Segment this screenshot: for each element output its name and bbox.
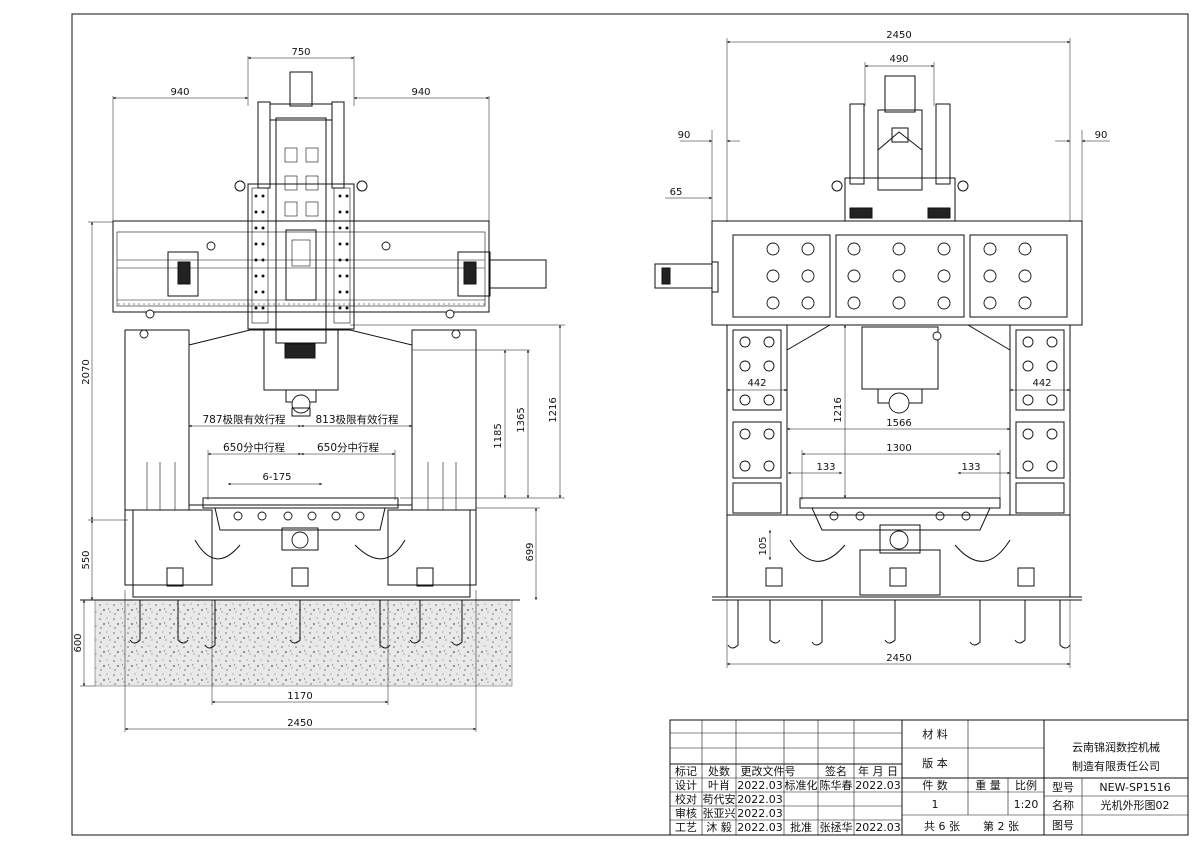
dim-133-left: 133: [816, 462, 835, 473]
beam-holes: [766, 242, 1032, 310]
dim-750: 750: [291, 47, 310, 58]
dim-105: 105: [758, 536, 769, 555]
row-design-date2: 2022.03: [855, 779, 901, 792]
name-value: 光机外形图02: [1101, 798, 1170, 812]
rev-header-mark: 标记: [675, 764, 697, 778]
dim-1185: 1185: [493, 423, 504, 448]
sheet-border: [71, 13, 1189, 836]
qty-label: 件 数: [922, 779, 948, 792]
dim-90-left: 90: [678, 130, 691, 141]
dim-2450-side-top: 2450: [886, 30, 911, 41]
dim-813-travel: 813极限有效行程: [315, 413, 399, 426]
model-value: NEW-SP1516: [1099, 781, 1170, 794]
row-check-name: 苟代安: [703, 792, 736, 806]
dim-2450-front: 2450: [287, 718, 312, 729]
dim-650-left: 650分中行程: [223, 441, 286, 454]
name-label: 名称: [1052, 798, 1074, 812]
foundation-concrete: [94, 599, 513, 687]
row-design-role2: 标准化: [785, 778, 818, 792]
dim-90-right: 90: [1095, 130, 1108, 141]
row-process-name: 沐 毅: [706, 820, 732, 834]
dim-442-right: 442: [1032, 378, 1051, 389]
dim-1216-side: 1216: [833, 397, 844, 422]
dim-699: 699: [525, 542, 536, 561]
front-view: 750 940 940 787极限有效行程 813极限有效行程 650分中行程 …: [73, 47, 565, 732]
dim-1300: 1300: [886, 443, 911, 454]
row-design-name2: 陈华春: [820, 778, 853, 792]
row-check-date: 2022.03: [737, 793, 783, 806]
rev-header-docno: 更改文件号: [741, 764, 796, 778]
scale-value: 1:20: [1014, 798, 1039, 811]
row-review-name: 张亚兴: [703, 807, 736, 820]
row-process-date2: 2022.03: [855, 821, 901, 834]
material-label: 材 料: [922, 727, 948, 741]
weight-label: 重 量: [975, 778, 1001, 792]
row-process-date: 2022.03: [737, 821, 783, 834]
row-design-date: 2022.03: [737, 779, 783, 792]
row-review-role: 审核: [675, 806, 697, 820]
row-process-role: 工艺: [675, 821, 697, 834]
dim-65: 65: [670, 187, 683, 198]
version-label: 版 本: [922, 756, 948, 770]
total-sheets: 共 6 张: [924, 820, 960, 833]
row-process-role2: 批准: [790, 820, 812, 834]
row-review-date: 2022.03: [737, 807, 783, 820]
qty-value: 1: [932, 798, 939, 811]
dim-2070: 2070: [81, 359, 92, 384]
drawing-no-label: 图号: [1052, 819, 1074, 832]
dim-442-left: 442: [747, 378, 766, 389]
dim-650-right: 650分中行程: [317, 441, 380, 454]
dim-tslot: 6-175: [262, 472, 291, 483]
dim-1216: 1216: [548, 397, 559, 422]
scale-label: 比例: [1015, 778, 1037, 792]
row-check-role: 校对: [675, 792, 697, 806]
row-process-name2: 张拯华: [820, 820, 853, 834]
model-label: 型号: [1052, 780, 1074, 794]
company-line-1: 云南锦润数控机械: [1072, 740, 1160, 754]
dim-787-travel: 787极限有效行程: [202, 413, 286, 426]
dim-490: 490: [889, 54, 908, 65]
dim-600: 600: [73, 633, 84, 652]
company-line-2: 制造有限责任公司: [1072, 759, 1160, 773]
dim-1365: 1365: [516, 407, 527, 432]
rev-header-count: 处数: [708, 765, 730, 778]
side-view: 2450 490 90 90 65 442 442 1566 1300 133 …: [654, 30, 1110, 668]
title-block: 标记 处数 更改文件号 签名 年 月 日 设计 叶肖 2022.03 标准化 陈…: [669, 719, 1189, 836]
dim-550: 550: [81, 550, 92, 569]
row-design-name: 叶肖: [708, 778, 730, 792]
row-design-role: 设计: [675, 779, 697, 792]
dim-1170: 1170: [287, 691, 312, 702]
sheet-no: 第 2 张: [983, 819, 1019, 833]
dim-2450-side-bottom: 2450: [886, 653, 911, 664]
dim-1566: 1566: [886, 418, 911, 429]
dim-133-right: 133: [961, 462, 980, 473]
dim-940-right: 940: [411, 87, 430, 98]
rev-header-date: 年 月 日: [858, 764, 898, 778]
dim-940-left: 940: [170, 87, 189, 98]
rev-header-sign: 签名: [825, 764, 847, 778]
